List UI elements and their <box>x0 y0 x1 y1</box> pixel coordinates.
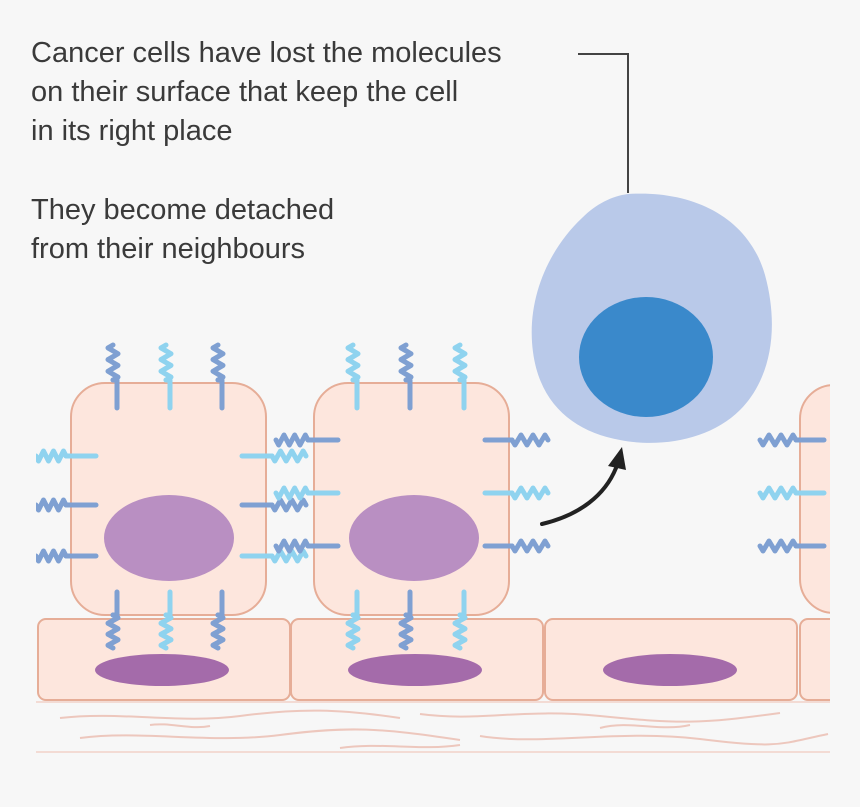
leader-line <box>578 53 629 193</box>
basal-cells <box>37 618 830 701</box>
cell-nucleus <box>349 495 479 581</box>
adhesion-molecule <box>36 448 69 464</box>
detachment-arrow <box>540 447 626 526</box>
connective-tissue <box>36 701 830 753</box>
adhesion-molecule <box>269 448 309 464</box>
adhesion-molecule <box>273 432 311 448</box>
adhesion-molecule <box>345 342 361 383</box>
adhesion-molecule <box>158 342 174 383</box>
adhesion-molecule <box>757 432 799 448</box>
adhesion-molecule <box>36 497 69 513</box>
arrow-head <box>608 447 626 470</box>
tissue-area <box>36 342 830 753</box>
adhesion-molecule <box>452 612 468 651</box>
adhesion-molecule <box>105 342 121 383</box>
normal-cells <box>70 382 830 616</box>
adhesion-molecule <box>509 538 551 554</box>
adhesion-molecule <box>36 548 69 564</box>
basal-cell-partial <box>799 618 830 701</box>
caption-lost-molecules: Cancer cells have lost the molecules on … <box>31 34 502 151</box>
caption-line: They become detached <box>31 194 335 226</box>
cell-nucleus <box>104 495 234 581</box>
arrow-shaft <box>540 466 618 526</box>
adhesion-molecule <box>269 548 309 564</box>
adhesion-molecule <box>345 612 361 651</box>
adhesion-molecule <box>398 342 414 383</box>
caption-line: from their neighbours <box>31 233 306 265</box>
caption-line: on their surface that keep the cell <box>31 76 459 108</box>
adhesion-molecule <box>509 485 551 501</box>
basal-nucleus <box>348 654 482 686</box>
adhesion-molecule <box>105 612 121 651</box>
adhesion-molecule <box>509 432 551 448</box>
adhesion-molecule <box>757 538 799 554</box>
adhesion-molecule <box>398 612 414 651</box>
adhesion-molecule <box>273 485 311 501</box>
adhesion-molecule <box>452 342 468 383</box>
cancer-cell-nucleus <box>579 297 713 417</box>
adhesion-molecule <box>210 342 226 383</box>
adhesion-molecule <box>269 497 309 513</box>
adhesion-molecule <box>273 538 311 554</box>
adhesion-molecule <box>757 485 799 501</box>
caption-line: in its right place <box>31 115 233 147</box>
basal-nucleus <box>95 654 229 686</box>
normal-cell-partial <box>799 384 830 614</box>
caption-detached: They become detached from their neighbou… <box>31 191 334 269</box>
basal-nucleus <box>603 654 737 686</box>
cancer-cell <box>531 193 772 443</box>
adhesion-molecule <box>210 612 226 651</box>
caption-line: Cancer cells have lost the molecules <box>31 37 502 69</box>
adhesion-molecules <box>36 342 827 651</box>
adhesion-molecule <box>158 612 174 651</box>
